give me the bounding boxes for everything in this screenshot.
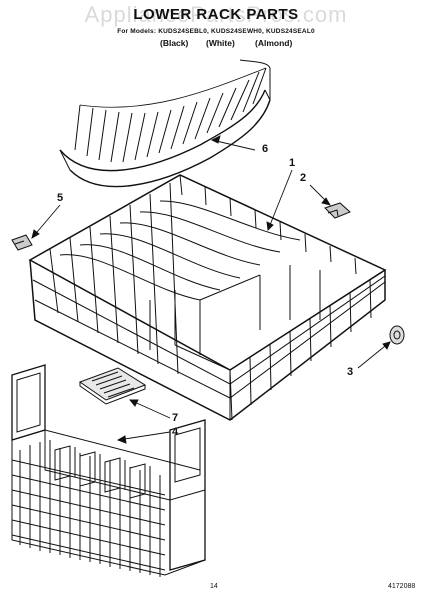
part-number: 4172088 [388, 583, 416, 590]
page-title: LOWER RACK PARTS [133, 6, 299, 23]
callout-6: 6 [262, 143, 269, 155]
leader-6 [211, 139, 256, 151]
tine-row-part-6 [59, 59, 271, 188]
leader-1 [267, 169, 293, 231]
color-white: (White) [206, 38, 235, 48]
model-list: For Models: KUDS24SEBL0, KUDS24SEWH0, KU… [117, 28, 315, 35]
basket-lid-part-7 [78, 367, 147, 405]
callout-1: 1 [289, 157, 296, 169]
callout-5: 5 [57, 192, 64, 204]
rack-basket-part-1 [28, 174, 387, 421]
clip-part-5 [11, 234, 33, 251]
leader-4 [117, 431, 171, 441]
color-almond: (Almond) [255, 38, 293, 48]
callout-4: 4 [172, 426, 179, 438]
page-number: 14 [210, 583, 218, 590]
watermark: AppliancePartsPros.com [84, 2, 348, 27]
color-black: (Black) [160, 38, 189, 48]
clip-part-2 [324, 202, 351, 219]
leader-lines [31, 135, 391, 444]
wheel-part-3 [389, 325, 405, 345]
silverware-basket-part-4 [11, 364, 206, 577]
callout-2: 2 [300, 172, 307, 184]
callout-7: 7 [172, 412, 179, 424]
callout-3: 3 [347, 366, 354, 378]
